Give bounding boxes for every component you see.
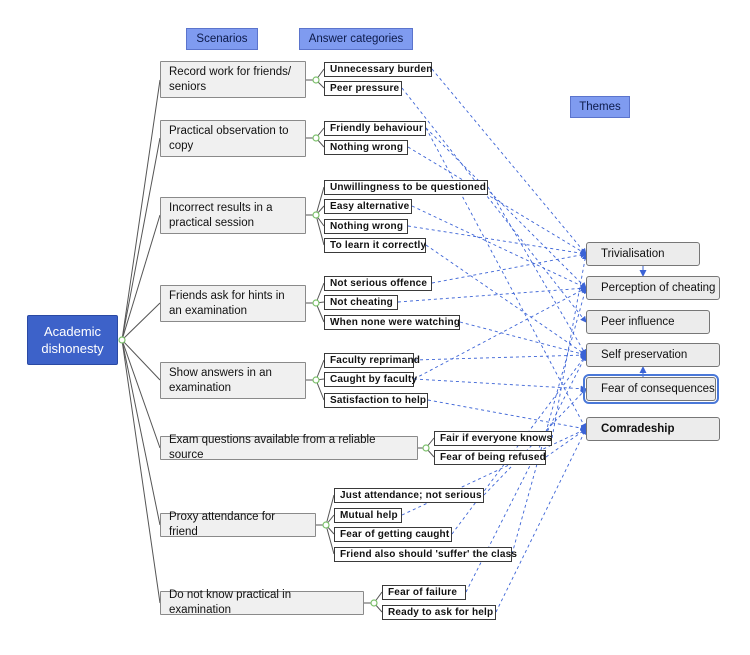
scenario-friends-ask-hints[interactable]: Friends ask for hints in an examination — [160, 285, 306, 322]
scenario-bullet-4 — [312, 376, 320, 384]
answer-friend-also-should-suffer[interactable]: Friend also should 'suffer' the class — [334, 547, 517, 562]
scenario-bullet-3 — [312, 299, 320, 307]
tree-link-scenario-2-0 — [315, 186, 325, 216]
scenario-practical-observation[interactable]: Practical observation to copy — [160, 120, 306, 157]
theme-connector-15 — [427, 399, 587, 432]
theme-connector-3 — [425, 127, 587, 430]
tree-link-root-5 — [121, 339, 161, 449]
root-node-academic-dishonesty[interactable]: Academic dishonesty — [27, 315, 118, 365]
theme-connector-17 — [545, 428, 587, 458]
scenario-do-not-know-practical[interactable]: Do not know practical in examination — [160, 589, 364, 616]
tree-link-root-6 — [121, 339, 161, 526]
theme-connector-12 — [413, 352, 587, 361]
answer-nothing-wrong-results[interactable]: Nothing wrong — [324, 219, 408, 234]
answer-peer-pressure[interactable]: Peer pressure — [324, 81, 402, 96]
theme-perception-of-cheating[interactable]: Perception of cheating — [586, 276, 720, 300]
tree-link-root-2 — [121, 214, 161, 341]
theme-self-preservation[interactable]: Self preservation — [586, 343, 720, 367]
scenario-bullet-7 — [370, 599, 378, 607]
tree-link-root-4 — [121, 339, 161, 381]
tree-link-root-3 — [121, 302, 161, 341]
answer-mutual-help[interactable]: Mutual help — [334, 508, 402, 523]
answer-caught-by-faculty[interactable]: Caught by faculty — [324, 372, 417, 387]
theme-connector-19 — [401, 428, 587, 516]
answer-friendly-behaviour[interactable]: Friendly behaviour — [324, 121, 426, 136]
tree-link-scenario-6-3 — [325, 524, 335, 555]
tree-link-scenario-2-3 — [315, 214, 325, 246]
theme-connector-7 — [407, 225, 587, 257]
answer-not-cheating[interactable]: Not cheating — [324, 295, 398, 310]
theme-connector-21 — [511, 287, 588, 555]
scenario-incorrect-results[interactable]: Incorrect results in a practical session — [160, 197, 306, 234]
theme-comradeship[interactable]: Comradeship — [586, 417, 720, 441]
theme-fear-of-consequences[interactable]: Fear of consequences — [583, 374, 719, 404]
theme-connector-1 — [401, 87, 587, 323]
answer-not-serious-offence[interactable]: Not serious offence — [324, 276, 432, 291]
theme-connector-16 — [551, 253, 589, 439]
scenario-show-answers[interactable]: Show answers in an examination — [160, 362, 306, 399]
answer-categories-header: Answer categories — [299, 28, 413, 50]
theme-connector-13 — [413, 378, 587, 392]
answer-fear-of-failure[interactable]: Fear of failure — [382, 585, 466, 600]
themes-header: Themes — [570, 96, 630, 118]
scenario-bullet-2 — [312, 211, 320, 219]
scenario-proxy-attendance[interactable]: Proxy attendance for friend — [160, 511, 316, 538]
answer-nothing-wrong-observation[interactable]: Nothing wrong — [324, 140, 408, 155]
theme-connector-9 — [431, 251, 587, 284]
answer-ready-to-ask-for-help[interactable]: Ready to ask for help — [382, 605, 496, 620]
scenario-exam-questions[interactable]: Exam questions available from a reliable… — [160, 434, 418, 461]
answer-fear-of-getting-caught[interactable]: Fear of getting caught — [334, 527, 452, 542]
answer-when-none-were-watching[interactable]: When none were watching — [324, 315, 460, 330]
theme-connector-23 — [495, 428, 587, 613]
answer-easy-alternative[interactable]: Easy alternative — [324, 199, 412, 214]
answer-satisfaction-to-help[interactable]: Satisfaction to help — [324, 393, 428, 408]
theme-connector-11 — [459, 321, 587, 357]
tree-link-scenario-6-0 — [325, 494, 335, 526]
answer-just-attendance-not-serious[interactable]: Just attendance; not serious — [334, 488, 484, 503]
scenario-bullet-5 — [422, 444, 430, 452]
theme-connector-14 — [413, 287, 587, 380]
theme-connector-20 — [451, 354, 587, 535]
theme-trivialisation[interactable]: Trivialisation — [586, 242, 700, 266]
answer-unnecessary-burden[interactable]: Unnecessary burden — [324, 62, 432, 77]
theme-connector-0 — [431, 68, 587, 255]
theme-connector-4 — [407, 146, 587, 255]
scenario-bullet-6 — [322, 521, 330, 529]
answer-unwillingness-to-be-questioned[interactable]: Unwillingness to be questioned — [324, 180, 488, 195]
scenarios-header: Scenarios — [186, 28, 258, 50]
theme-peer-influence[interactable]: Peer influence — [586, 310, 710, 334]
tree-link-root-0 — [121, 79, 161, 341]
tree-link-root-1 — [121, 137, 161, 341]
tree-link-root-7 — [121, 339, 161, 604]
theme-connector-10 — [397, 285, 587, 303]
theme-connector-8 — [425, 244, 587, 356]
theme-connector-2 — [425, 127, 587, 289]
scenario-bullet-0 — [312, 76, 320, 84]
answer-fair-if-everyone-knows[interactable]: Fair if everyone knows — [434, 431, 552, 446]
answer-faculty-reprimand[interactable]: Faculty reprimand — [324, 353, 420, 368]
scenario-bullet-1 — [312, 134, 320, 142]
theme-connector-6 — [411, 205, 587, 289]
answer-to-learn-it-correctly[interactable]: To learn it correctly — [324, 238, 426, 253]
scenario-record-work[interactable]: Record work for friends/ seniors — [160, 61, 306, 98]
answer-fear-of-being-refused[interactable]: Fear of being refused — [434, 450, 546, 465]
root-bullet — [118, 336, 126, 344]
theme-connector-5 — [487, 186, 587, 356]
